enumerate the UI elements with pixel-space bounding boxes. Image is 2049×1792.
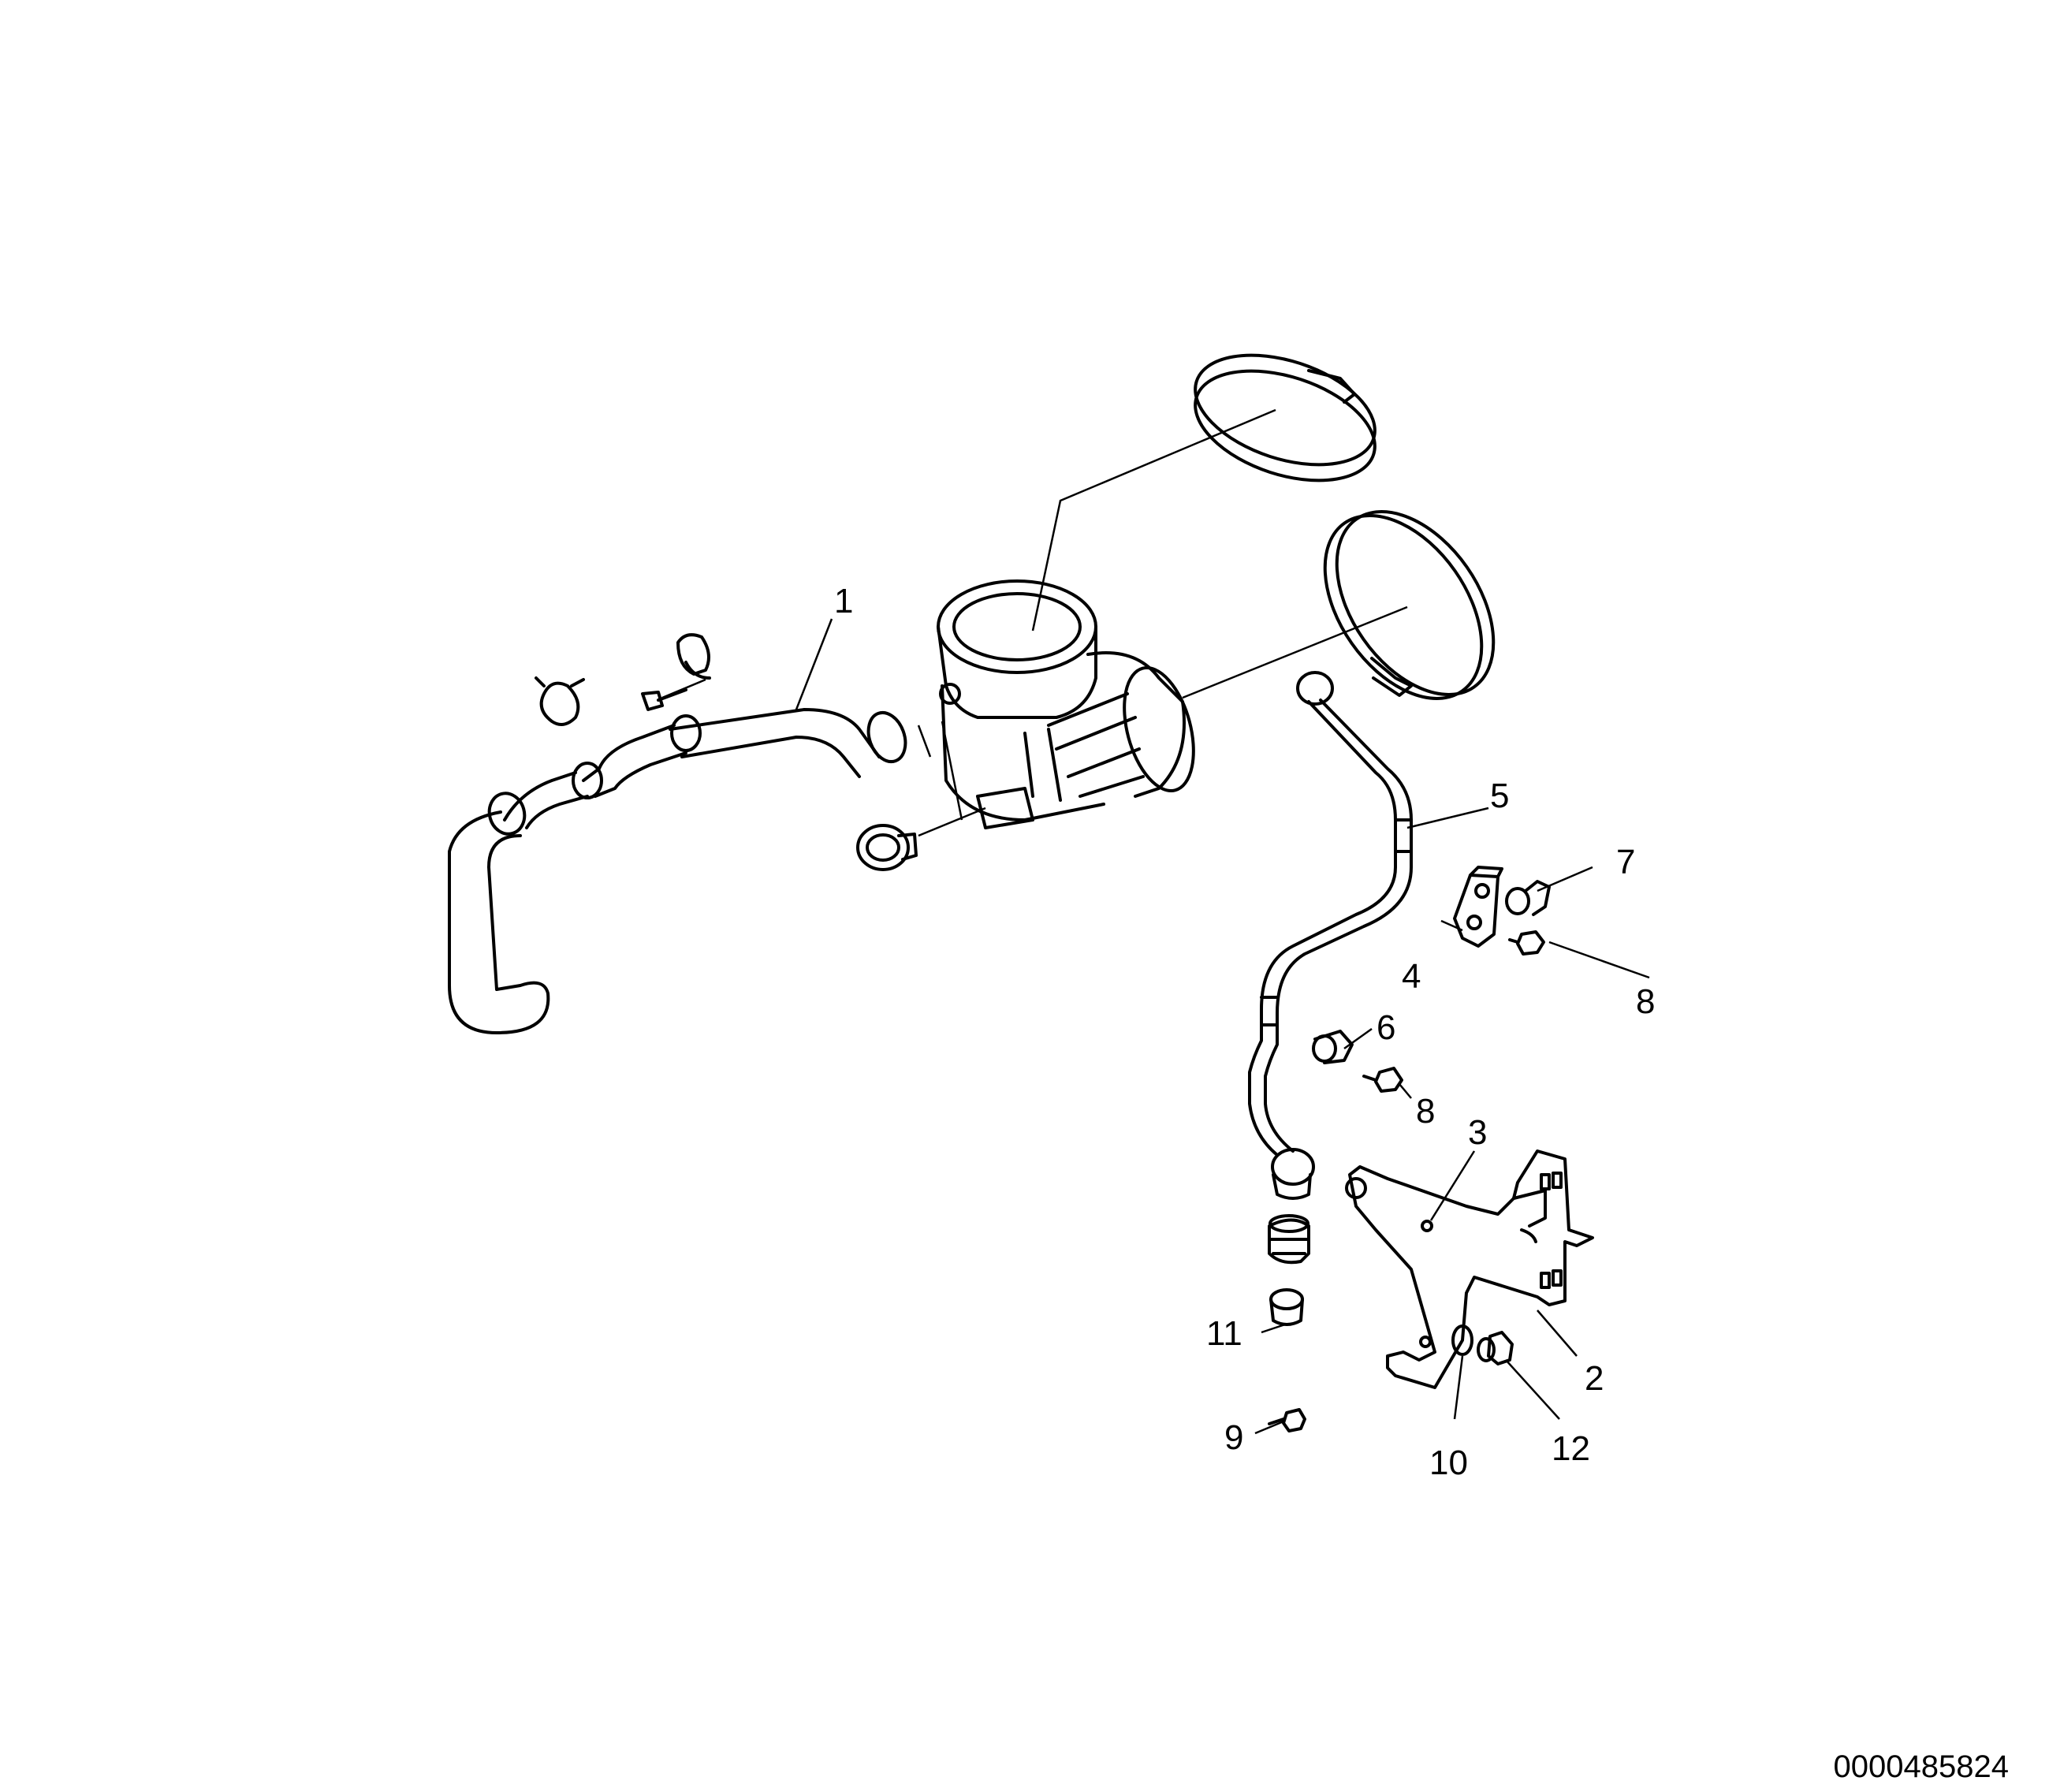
bolt-small-left xyxy=(641,688,687,711)
p-clamp xyxy=(1505,880,1551,916)
hose-clamp-upper xyxy=(1194,353,1377,482)
callout-8-right: 8 xyxy=(1636,982,1655,1021)
mounting-bracket xyxy=(1345,1149,1594,1389)
callout-8-middle: 8 xyxy=(1416,1092,1435,1131)
union-nut xyxy=(1269,1288,1304,1326)
pipe-clip xyxy=(1312,1030,1354,1064)
document-number: 0000485824 xyxy=(1834,1749,2009,1784)
hose-clamp-lower xyxy=(856,824,918,871)
oil-pipe xyxy=(1248,671,1413,1200)
hollow-bolt xyxy=(1477,1331,1514,1365)
callout-7: 7 xyxy=(1616,843,1635,881)
small-fitting-3 xyxy=(1421,1220,1433,1232)
bolt-8-middle xyxy=(1362,1067,1403,1093)
callout-3: 3 xyxy=(1468,1113,1487,1152)
callout-5: 5 xyxy=(1490,777,1509,815)
hex-bolt xyxy=(1268,1408,1306,1432)
callout-12: 12 xyxy=(1552,1429,1590,1468)
callout-11: 11 xyxy=(1206,1314,1242,1353)
leader-lines xyxy=(795,408,1650,1435)
callout-4: 4 xyxy=(1402,957,1421,996)
pipe-adapter xyxy=(1268,1214,1310,1265)
callout-9: 9 xyxy=(1224,1418,1243,1457)
callout-10: 10 xyxy=(1429,1444,1468,1482)
callout-1: 1 xyxy=(834,582,853,620)
o-ring xyxy=(1451,1324,1473,1356)
callout-2: 2 xyxy=(1585,1359,1604,1398)
spring-clamp-top xyxy=(676,633,711,680)
spring-clamp-left xyxy=(535,676,585,726)
breather-hose-assembly xyxy=(448,708,907,1034)
mounting-plate xyxy=(1453,866,1503,948)
air-intake-housing xyxy=(937,579,1195,829)
callout-6: 6 xyxy=(1377,1008,1395,1047)
bolt-8-right xyxy=(1508,930,1545,956)
hose-clamp-right xyxy=(1323,510,1496,700)
